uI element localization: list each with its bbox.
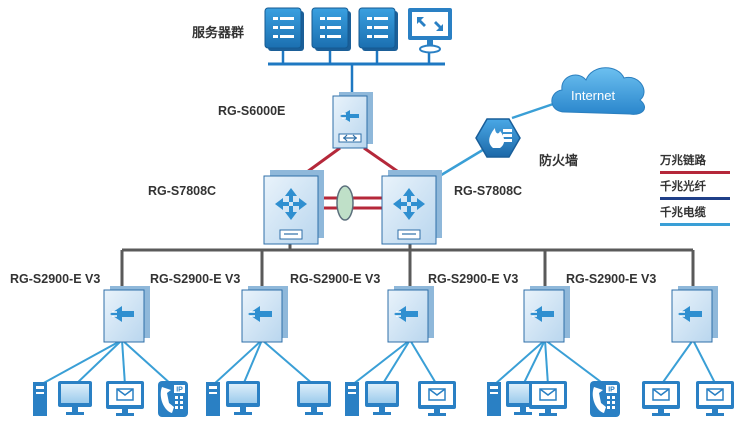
- server-rail: [268, 50, 445, 95]
- core-right-label: RG-S7808C: [454, 184, 523, 198]
- access-links: [39, 339, 717, 386]
- link-aggregation-oval: [336, 185, 354, 221]
- core-switch-left-icon: [263, 170, 324, 245]
- ip-phone-icon: IP: [158, 381, 188, 417]
- access-switch-icon: [523, 286, 570, 343]
- access-switch-label: RG-S2900-E V3: [428, 272, 519, 286]
- firewall-label: 防火墙: [539, 153, 579, 168]
- legend-swatch: [660, 171, 730, 174]
- internet-cloud-icon: [551, 67, 645, 115]
- access-switch-icon: [103, 286, 150, 343]
- desktop-monitor-icon: [365, 381, 399, 415]
- internet-label: Internet: [571, 88, 616, 103]
- mail-monitor-icon: [418, 381, 456, 416]
- ip-phone-label: IP: [176, 387, 183, 394]
- ip-phone-label: IP: [608, 387, 615, 394]
- legend-label: 千兆光纤: [660, 181, 706, 193]
- pc-tower-icon: [33, 382, 47, 416]
- ip-phone-icon: IP: [590, 381, 620, 417]
- core-left-label: RG-S7808C: [148, 184, 217, 198]
- access-switch-icon: [387, 286, 434, 343]
- pc-tower-icon: [487, 382, 501, 416]
- server-icon: [264, 7, 304, 51]
- desktop-monitor-icon: [297, 381, 331, 415]
- mail-monitor-icon: [106, 381, 144, 416]
- core-switch-top-icon: [332, 92, 373, 149]
- access-switch-label: RG-S2900-E V3: [10, 272, 101, 286]
- legend-item-gig-copper: 千兆电缆: [660, 204, 730, 226]
- access-switch-icon: [671, 286, 718, 343]
- access-switch-label: RG-S2900-E V3: [290, 272, 381, 286]
- pc-tower-icon: [345, 382, 359, 416]
- firewall-icon: [475, 118, 521, 158]
- access-switch-label: RG-S2900-E V3: [150, 272, 241, 286]
- mail-monitor-icon: [642, 381, 680, 416]
- server-icon: [311, 7, 351, 51]
- distribution-trunk: [120, 240, 695, 293]
- server-icon: [358, 7, 398, 51]
- access-switch-icon: [241, 286, 288, 343]
- access-switch-label: RG-S2900-E V3: [566, 272, 657, 286]
- legend-item-gig-fiber: 千兆光纤: [660, 178, 730, 200]
- servers-label: 服务器群: [192, 25, 245, 40]
- legend-item-ten-gig: 万兆链路: [660, 152, 730, 174]
- core-switch-right-icon: [381, 170, 442, 245]
- management-monitor-icon: [408, 8, 452, 54]
- legend-label: 万兆链路: [660, 155, 706, 167]
- legend-label: 千兆电缆: [660, 207, 706, 219]
- desktop-monitor-icon: [58, 381, 92, 415]
- core-top-label: RG-S6000E: [218, 104, 286, 118]
- mail-monitor-icon: [696, 381, 734, 416]
- legend-swatch: [660, 197, 730, 200]
- desktop-monitor-icon: [226, 381, 260, 415]
- mail-monitor-icon: [529, 381, 567, 416]
- legend-swatch: [660, 223, 730, 226]
- pc-tower-icon: [206, 382, 220, 416]
